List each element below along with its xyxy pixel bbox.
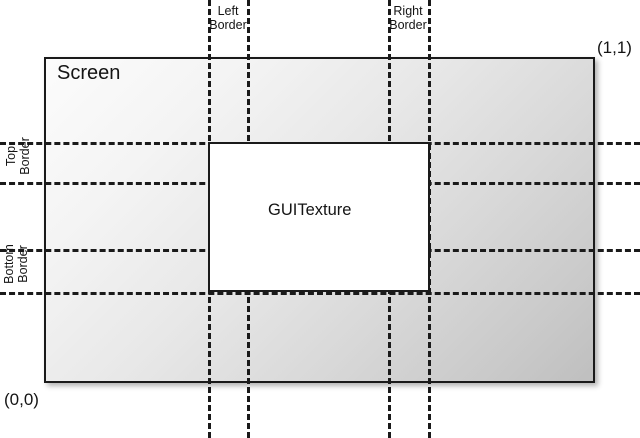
label-bottom-border-line2: Border — [16, 245, 30, 283]
label-top-border-line2: Border — [18, 137, 32, 175]
label-bottom-border: Bottom Border — [2, 224, 30, 304]
label-left-border-line1: Left — [217, 4, 239, 18]
label-right-border: Right Border — [370, 4, 446, 32]
guide-line-texture-bottom-edge — [0, 292, 640, 295]
label-coordinate-max: (1,1) — [597, 38, 632, 57]
label-right-border-line2: Border — [389, 18, 427, 32]
label-right-border-line1: Right — [393, 4, 423, 18]
label-left-border-line2: Border — [209, 18, 247, 32]
guitexture-rectangle — [208, 142, 430, 292]
label-bottom-border-line1: Bottom — [2, 244, 16, 284]
label-top-border-line1: Top — [4, 145, 18, 167]
label-left-border: Left Border — [190, 4, 266, 32]
label-screen: Screen — [57, 62, 121, 84]
label-top-border: Top Border — [4, 116, 32, 196]
label-coordinate-origin: (0,0) — [4, 390, 39, 409]
label-guitexture: GUITexture — [268, 201, 352, 219]
